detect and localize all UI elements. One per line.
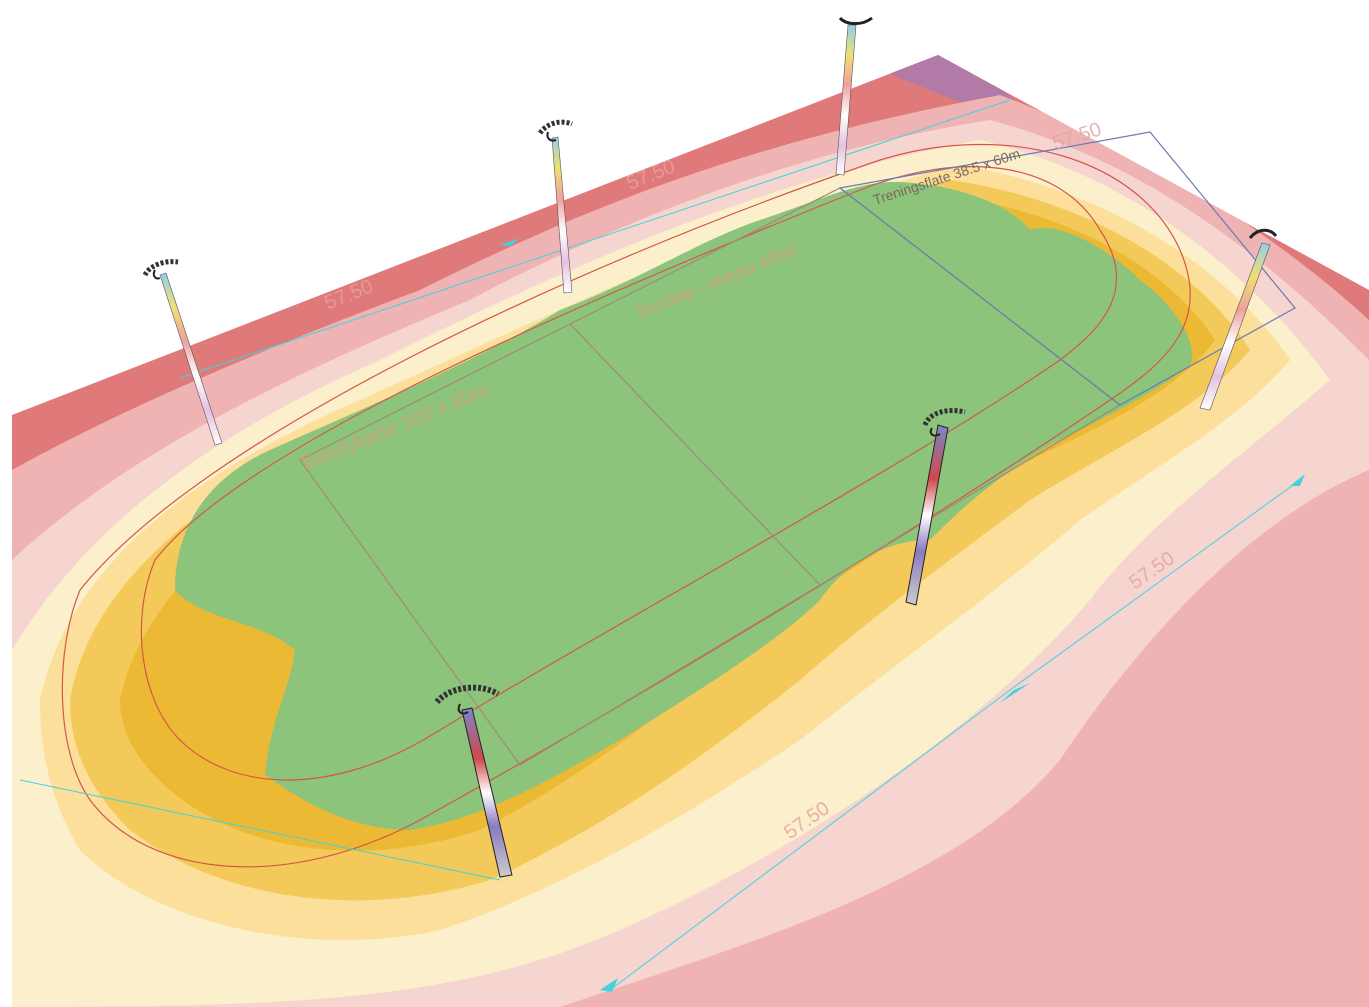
floodlight-bracket xyxy=(546,131,557,142)
dim-arrow-3 xyxy=(1290,474,1305,486)
mast-pole xyxy=(905,424,949,606)
mast-pole xyxy=(1199,242,1271,411)
track-400m-outer2 xyxy=(61,143,1191,868)
light-mast-2 xyxy=(537,119,573,294)
dim-line-top xyxy=(179,99,1011,379)
light-mast-6 xyxy=(434,684,513,878)
floodlight-bracket xyxy=(152,269,161,280)
floodlight-head xyxy=(537,119,573,135)
dim-arrow-4 xyxy=(500,238,520,246)
floodlight-head xyxy=(1248,228,1278,240)
light-mast-4 xyxy=(1199,228,1278,411)
dimension-lines xyxy=(19,99,1305,992)
track-400m-outer xyxy=(140,166,1118,781)
light-mast-1 xyxy=(142,259,223,446)
mast-pole xyxy=(461,707,513,878)
center-line xyxy=(569,323,821,586)
dim-line-left xyxy=(19,779,501,881)
floodlight-bracket xyxy=(929,427,941,437)
dim-arrow-2 xyxy=(600,978,618,992)
light-mast-3 xyxy=(835,16,873,176)
dim-line-bottom xyxy=(609,689,1011,991)
floodlight-bracket xyxy=(457,703,469,715)
zone-green xyxy=(175,181,1193,830)
floodlight-head xyxy=(142,259,179,277)
field-outlines xyxy=(61,131,1296,868)
light-masts xyxy=(142,16,1278,878)
dim-line-right xyxy=(1009,479,1301,691)
floodlight-head xyxy=(838,16,873,26)
light-mast-5 xyxy=(905,408,966,606)
floodlight-head xyxy=(922,408,966,427)
training-field-outline xyxy=(838,131,1296,406)
mast-pole xyxy=(551,136,573,294)
dim-arrow-1 xyxy=(1000,683,1030,703)
floodlight-head xyxy=(434,684,500,705)
mast-pole xyxy=(159,272,223,446)
